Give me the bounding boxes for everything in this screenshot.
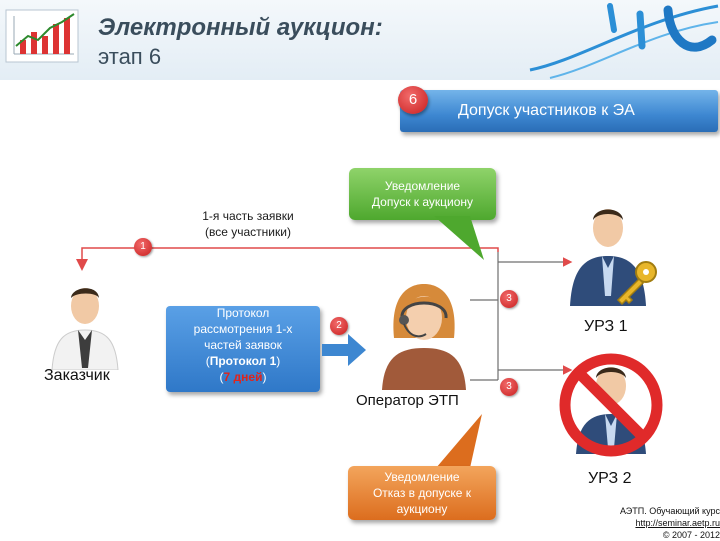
step-2-badge: 2 xyxy=(330,317,348,335)
admission-notice-line1: Уведомление xyxy=(384,179,461,193)
protocol-line3: частей заявок xyxy=(204,338,282,352)
page-title: Электронный аукцион: xyxy=(98,14,383,41)
brand-swoosh-icon xyxy=(529,3,719,79)
step-1-badge: 1 xyxy=(134,238,152,256)
header-band xyxy=(0,0,720,80)
step-3-badge-bottom: 3 xyxy=(500,378,518,396)
customer-label: Заказчик xyxy=(44,367,110,384)
admission-notice-callout: Уведомление Допуск к аукциону xyxy=(349,168,496,220)
protocol-line1: Протокол xyxy=(216,306,270,320)
rejection-notice-callout: Уведомление Отказ в допуске к аукциону xyxy=(348,466,496,520)
rejection-notice-line2: Отказ в допуске к xyxy=(372,486,472,500)
rejection-notice-line3: аукциону xyxy=(396,502,448,516)
admission-notice-line2: Допуск к аукциону xyxy=(371,195,474,209)
footer-course: АЭТП. Обучающий курс xyxy=(619,506,720,516)
page-subtitle: этап 6 xyxy=(98,44,162,69)
application-part-label: 1-я часть заявки (все участники) xyxy=(188,208,308,240)
rejection-notice-line1: Уведомление xyxy=(384,470,460,484)
arrow-right-icon xyxy=(322,334,366,366)
footer-copyright: © 2007 - 2012 xyxy=(662,530,720,540)
step-banner xyxy=(400,90,718,132)
prohibited-icon xyxy=(559,353,663,457)
participant1-label: УРЗ 1 xyxy=(584,318,628,335)
protocol-box xyxy=(166,306,320,392)
callout-pointer-green xyxy=(434,216,484,260)
key-icon xyxy=(616,261,657,306)
footer-credits: АЭТП. Обучающий курс http://seminar.aetp… xyxy=(596,505,720,541)
participant2-label: УРЗ 2 xyxy=(588,470,632,487)
protocol-line4: (Протокол 1) xyxy=(205,354,281,368)
footer-link[interactable]: http://seminar.aetp.ru xyxy=(635,518,720,528)
operator-avatar xyxy=(382,284,466,390)
protocol-text: Протокол рассмотрения 1-х частей заявок … xyxy=(166,305,320,385)
customer-avatar xyxy=(51,288,119,370)
protocol-line2: рассмотрения 1-х xyxy=(193,322,293,336)
callout-pointer-orange xyxy=(436,414,482,468)
step-3-badge-top: 3 xyxy=(500,290,518,308)
step-banner-text: Допуск участников к ЭА xyxy=(458,102,635,119)
step-number-badge: 6 xyxy=(398,86,428,114)
application-part-line2: (все участники) xyxy=(205,225,291,239)
application-part-line1: 1-я часть заявки xyxy=(202,209,294,223)
chart-logo-icon xyxy=(5,9,79,63)
protocol-line5: (7 дней) xyxy=(219,370,267,384)
operator-label: Оператор ЭТП xyxy=(356,392,459,409)
